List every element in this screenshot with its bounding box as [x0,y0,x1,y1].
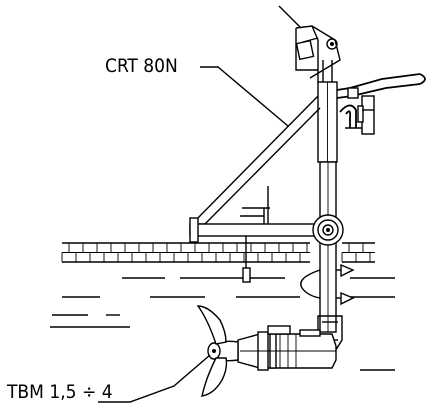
tbm-label: TBM 1,5 ÷ 4 [6,381,113,403]
leader-lines [98,66,289,403]
submersible-mixer [196,305,337,397]
crt-label: CRT 80N [105,55,178,77]
rotation-indicator [300,263,355,306]
guide-mast [317,60,338,333]
lifting-bracket [278,5,341,82]
water-level-lines [50,277,395,371]
brick-wall [61,242,375,263]
base-arm [189,186,321,283]
lifting-handle [336,73,426,135]
pivot-wheel [312,214,344,246]
support-arm [191,95,321,225]
